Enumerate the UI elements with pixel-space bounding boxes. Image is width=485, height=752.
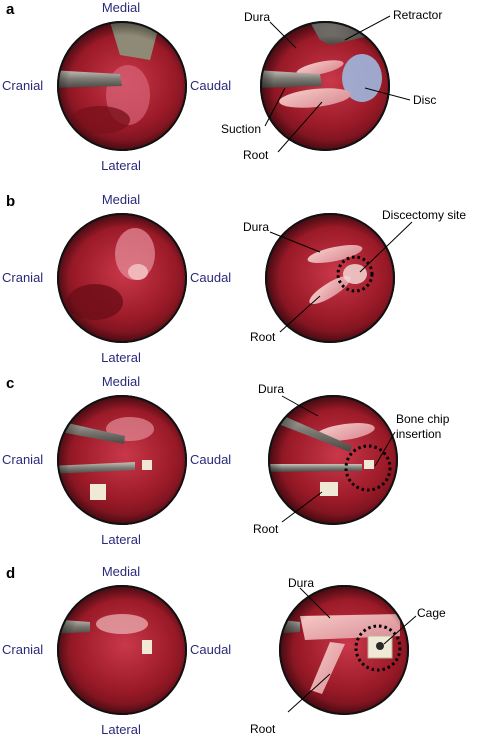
endoscopic-view-left [57, 21, 187, 151]
orientation-medial: Medial [101, 564, 141, 579]
orientation-caudal: Caudal [190, 270, 232, 285]
endoscopic-view-left [57, 585, 187, 715]
label-cage: Cage [417, 606, 446, 620]
orientation-lateral: Lateral [101, 722, 141, 737]
endoscopic-view-left [57, 213, 187, 343]
label-suction: Suction [221, 122, 262, 136]
endoscopic-view-left [57, 395, 187, 525]
panel-letter: d [6, 565, 16, 582]
orientation-cranial: Cranial [2, 270, 44, 285]
panel-c: c Medial Cranial Caudal Lateral [0, 374, 485, 562]
panel-a: a Medial Cranial Caudal Lateral [0, 0, 485, 188]
orientation-cranial: Cranial [2, 78, 44, 93]
label-insertion: insertion [396, 427, 442, 441]
panel-letter: a [6, 1, 15, 18]
label-dura: Dura [258, 382, 285, 396]
label-root: Root [250, 722, 276, 736]
orientation-medial: Medial [101, 192, 141, 207]
label-disc: Disc [413, 93, 437, 107]
panel-letter: c [6, 375, 15, 392]
orientation-cranial: Cranial [2, 452, 44, 467]
label-root: Root [243, 148, 269, 162]
panel-b: b Medial Cranial Caudal Lateral [0, 192, 485, 380]
label-root: Root [250, 330, 276, 344]
label-discectomy-site: Discectomy site [382, 208, 467, 222]
label-dura: Dura [288, 576, 315, 590]
orientation-medial: Medial [101, 374, 141, 389]
orientation-lateral: Lateral [101, 350, 141, 365]
endoscopic-view-right [279, 585, 409, 715]
label-root: Root [253, 522, 279, 536]
label-retractor: Retractor [393, 8, 443, 22]
label-dura: Dura [244, 10, 271, 24]
orientation-lateral: Lateral [101, 158, 141, 173]
panel-letter: b [6, 193, 16, 210]
orientation-cranial: Cranial [2, 642, 44, 657]
label-bone-chip: Bone chip [396, 412, 450, 426]
orientation-caudal: Caudal [190, 642, 232, 657]
orientation-medial: Medial [101, 0, 141, 15]
orientation-lateral: Lateral [101, 532, 141, 547]
orientation-caudal: Caudal [190, 452, 232, 467]
orientation-caudal: Caudal [190, 78, 232, 93]
panel-d: d Medial Cranial Caudal Lateral [0, 564, 485, 752]
endoscopic-view-right [268, 395, 398, 525]
label-dura: Dura [243, 220, 270, 234]
